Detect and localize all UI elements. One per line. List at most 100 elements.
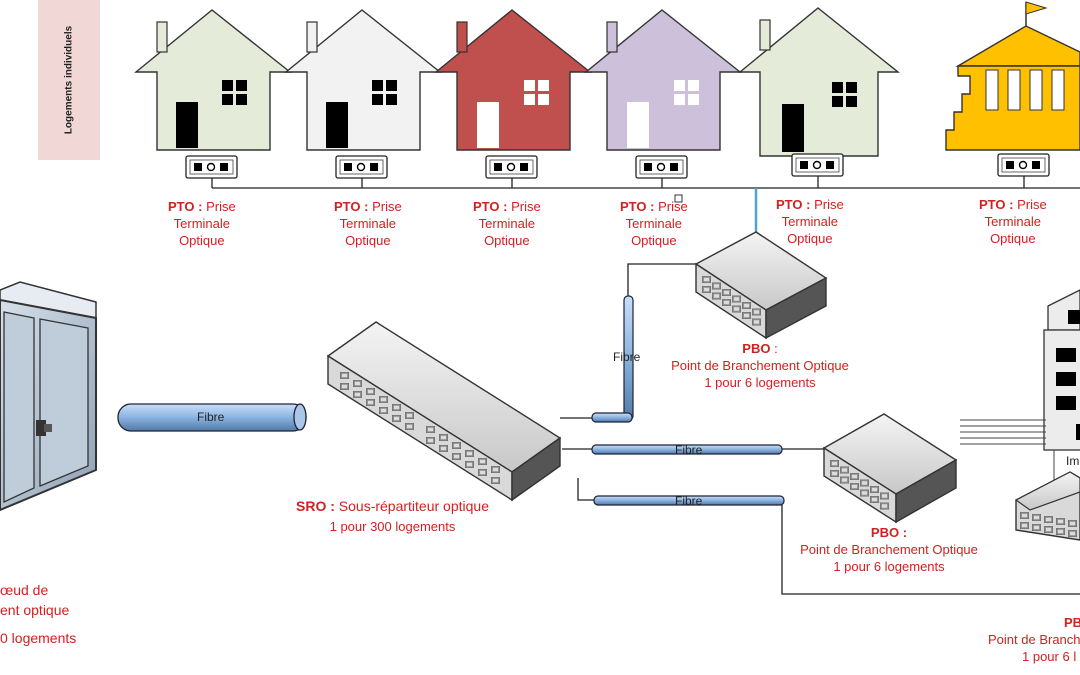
port-icon: [1056, 518, 1065, 525]
port-icon: [732, 305, 741, 313]
port-icon: [722, 289, 731, 296]
port-icon: [722, 299, 731, 306]
port-icon: [840, 466, 849, 474]
port-icon: [405, 412, 414, 419]
pto-label-abbr: PTO :: [334, 199, 369, 214]
pbo-label-middle: PBO : Point de Branchement Optique 1 pou…: [800, 525, 978, 574]
pbo-label-abbr: PBO: [870, 525, 900, 540]
port-icon: [491, 466, 500, 473]
port-icon: [340, 372, 349, 379]
pto-label-line3: Optique: [990, 231, 1036, 246]
port-icon: [880, 492, 889, 500]
side-tag-label: Logements individuels: [63, 25, 75, 135]
pto-label-line2: Terminale: [984, 214, 1042, 229]
apartment-building: [1043, 289, 1080, 451]
building-feed-lines: [960, 419, 1055, 480]
pto-label-line2: Terminale: [781, 214, 839, 229]
fibre-tube-lower: [593, 495, 785, 506]
fibre-tube-main: [117, 403, 307, 432]
pto-label-line1: Prise: [511, 199, 541, 214]
port-icon: [379, 407, 388, 414]
port-icon: [1032, 524, 1041, 531]
nro-label-line1: œud de: [0, 582, 49, 598]
port-icon: [366, 388, 375, 395]
port-icon: [860, 489, 869, 497]
port-icon: [732, 295, 741, 303]
pto-bus-lines: [211, 176, 1080, 189]
pbo-label-name-cut: Point de Branch: [988, 632, 1080, 647]
pto-label-line3: Optique: [179, 233, 225, 248]
port-icon: [702, 276, 711, 283]
pto-label-line3: Optique: [484, 233, 530, 248]
port-icon: [439, 434, 448, 441]
house-2: [284, 9, 443, 151]
port-icon: [478, 469, 487, 476]
house-4: [584, 9, 743, 151]
port-icon: [340, 383, 349, 390]
nro-label-line2: ent optique: [0, 602, 70, 618]
port-icon: [870, 496, 879, 503]
building-label-cut: Im: [1066, 454, 1080, 468]
pto-label-4: PTO : Prise Terminale Optique: [620, 198, 688, 249]
fibre-label-middle: Fibre: [675, 443, 703, 457]
port-icon: [353, 380, 362, 387]
port-icon: [1068, 520, 1077, 527]
port-icon: [1044, 526, 1053, 533]
pbo-device-top: [694, 231, 828, 340]
sro-label-ratio: 1 pour 300 logements: [329, 519, 456, 534]
port-icon: [830, 460, 839, 467]
port-icon: [465, 461, 474, 468]
sro-label: SRO : Sous-répartiteur optique 1 pour 30…: [296, 496, 489, 537]
pbo-label-ratio: 1 pour 6 logements: [704, 375, 816, 390]
pto-device-1: [185, 155, 238, 179]
port-icon: [1020, 512, 1029, 519]
fibre-tube-middle: [591, 444, 783, 455]
pto-label-line2: Terminale: [625, 216, 683, 231]
port-icon: [702, 286, 711, 293]
pto-device-5: [791, 153, 844, 177]
port-icon: [830, 470, 839, 477]
sro-label-name: Sous-répartiteur optique: [338, 498, 489, 514]
house-5: [738, 7, 900, 157]
side-tag: Logements individuels: [38, 0, 100, 160]
pto-label-line1: Prise: [1017, 197, 1047, 212]
house-3: [434, 9, 593, 151]
pbo-device-middle: [822, 413, 958, 524]
port-icon: [353, 391, 362, 398]
port-icon: [1056, 528, 1065, 535]
port-icon: [1068, 530, 1077, 537]
pto-device-3: [485, 155, 538, 179]
port-icon: [1032, 514, 1041, 521]
sro-output-lines: [560, 263, 1080, 595]
port-icon: [426, 437, 435, 444]
pto-label-6: PTO : Prise Terminale Optique: [979, 196, 1047, 247]
pto-label-line1: Prise: [814, 197, 844, 212]
pto-label-1: PTO : Prise Terminale Optique: [168, 198, 236, 249]
port-icon: [452, 442, 461, 449]
house-1: [134, 9, 293, 151]
nro-label-line3: 0 logements: [0, 630, 77, 646]
pto-label-line3: Optique: [631, 233, 677, 248]
port-icon: [439, 445, 448, 452]
sro-label-abbr: SRO :: [296, 498, 335, 514]
port-icon: [870, 486, 879, 493]
fibre-label-up: Fibre: [613, 350, 641, 364]
port-icon: [752, 318, 761, 326]
port-icon: [712, 292, 721, 300]
port-icon: [1020, 522, 1029, 529]
port-icon: [712, 282, 721, 290]
pbo-label-name: Point de Branchement Optique: [800, 542, 978, 557]
nro-cabinet: [0, 281, 97, 512]
pto-label-line3: Optique: [345, 233, 391, 248]
junction-marker: [674, 194, 683, 203]
port-icon: [840, 476, 849, 484]
port-icon: [452, 453, 461, 460]
pto-label-line1: Prise: [372, 199, 402, 214]
port-icon: [392, 404, 401, 411]
pto-label-line2: Terminale: [478, 216, 536, 231]
port-icon: [742, 312, 751, 319]
port-icon: [860, 479, 869, 487]
pto-label-abbr: PTO :: [979, 197, 1014, 212]
port-icon: [880, 502, 889, 510]
